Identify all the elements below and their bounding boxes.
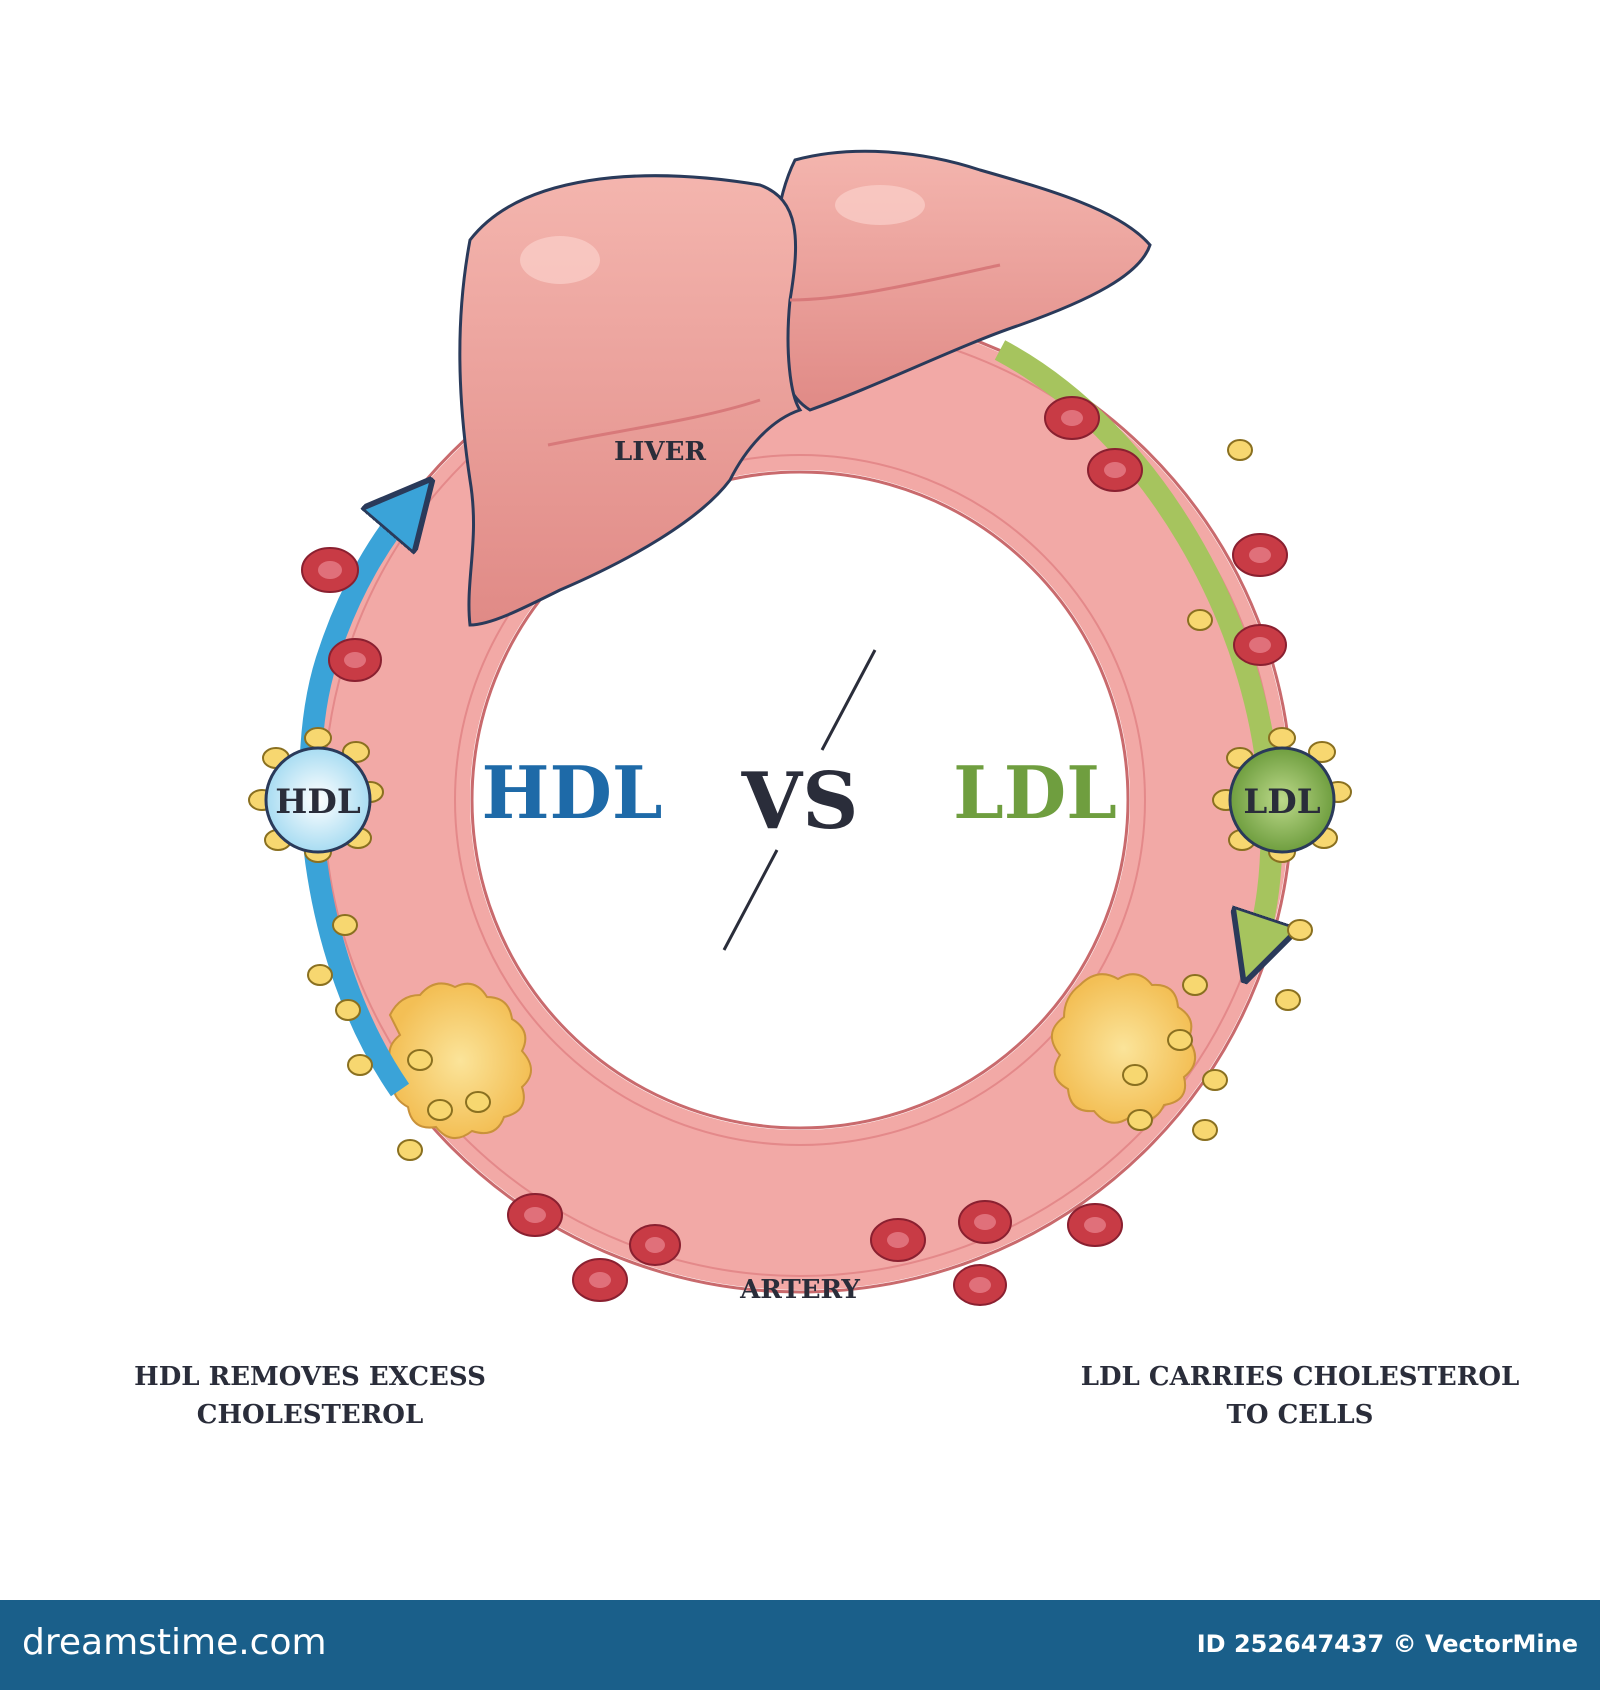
liver: LIVER bbox=[458, 149, 1152, 627]
red-cell bbox=[629, 1224, 681, 1266]
hdl-particle: HDL bbox=[248, 727, 384, 863]
footer-credit: ID 252647437 © VectorMine bbox=[1196, 1630, 1578, 1658]
vs-text: VS bbox=[741, 756, 859, 847]
red-cell bbox=[301, 547, 359, 593]
liver-left-lobe bbox=[458, 174, 803, 627]
ldl-caption: LDL CARRIES CHOLESTEROL TO CELLS bbox=[1080, 1362, 1520, 1430]
footer-site[interactable]: dreamstime.com bbox=[22, 1622, 327, 1663]
red-cell bbox=[507, 1193, 563, 1237]
artery-label: ARTERY bbox=[739, 1275, 860, 1305]
ldl-particle-label: LDL bbox=[1243, 782, 1320, 822]
plaque-left bbox=[388, 982, 532, 1139]
ldl-particle: LDL bbox=[1212, 727, 1352, 863]
red-cell bbox=[958, 1200, 1012, 1244]
red-cell bbox=[1087, 448, 1143, 492]
red-cell bbox=[572, 1258, 628, 1302]
hdl-arrow bbox=[299, 505, 410, 1097]
red-cell bbox=[1233, 624, 1287, 666]
ldl-arrow bbox=[994, 340, 1271, 950]
red-blood-cells bbox=[301, 396, 1288, 1306]
red-cell bbox=[328, 638, 382, 682]
liver-label: LIVER bbox=[614, 437, 706, 467]
plaque-right bbox=[1051, 973, 1196, 1124]
ldl-title: LDL bbox=[953, 750, 1117, 835]
red-cell bbox=[1044, 396, 1100, 440]
red-cell bbox=[953, 1264, 1007, 1306]
red-cell bbox=[1067, 1203, 1123, 1247]
hdl-vs-ldl-diagram: HDL LDL LIVER ARTERY HDL VS LDL bbox=[248, 149, 1352, 1306]
hdl-caption: HDL REMOVES EXCESS CHOLESTEROL bbox=[134, 1362, 486, 1430]
plaque-deposits bbox=[388, 973, 1196, 1139]
watermark-footer: dreamstime.com ID 252647437 © VectorMine bbox=[0, 1600, 1600, 1690]
divider-slash bbox=[722, 649, 877, 951]
red-cell bbox=[870, 1218, 926, 1262]
red-cell bbox=[1232, 533, 1288, 577]
cholesterol-particles bbox=[307, 439, 1313, 1161]
hdl-particle-label: HDL bbox=[275, 782, 361, 822]
hdl-title: HDL bbox=[481, 750, 662, 835]
